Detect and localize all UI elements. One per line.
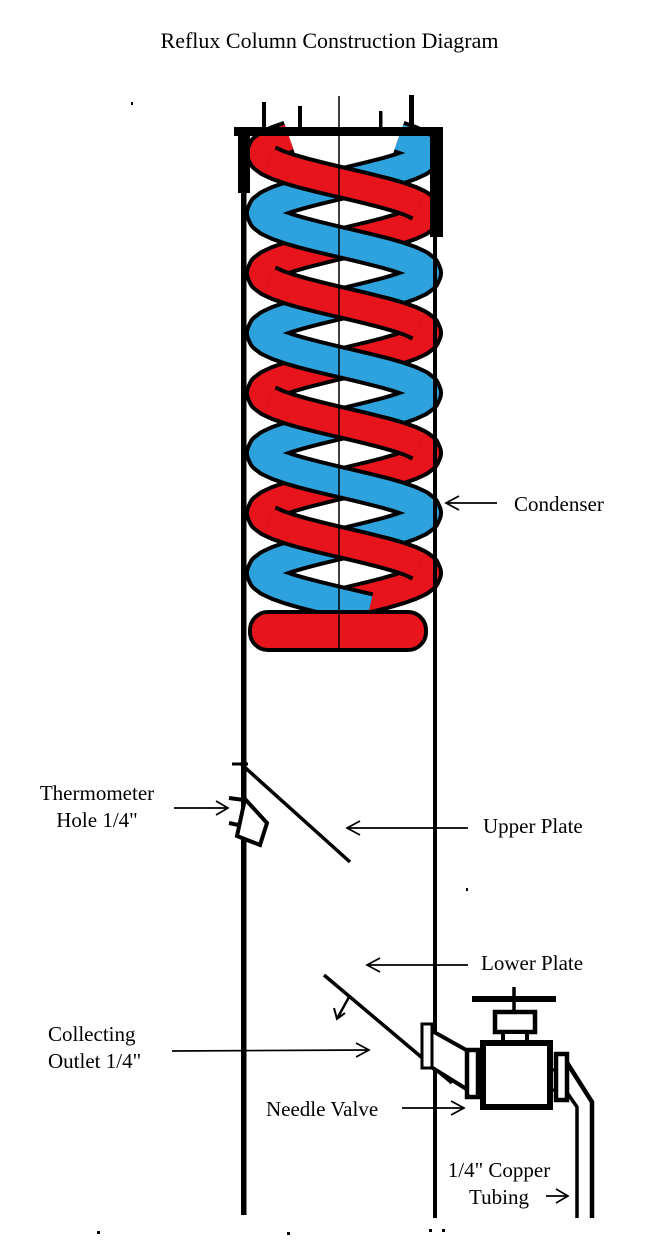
needle-valve-label: Needle Valve [266,1097,379,1121]
upper-plate-label: Upper Plate [483,814,583,838]
thermometer-hole-label: Thermometer Hole 1/4" [18,780,176,834]
upper-plate-arrow-icon [345,820,468,836]
coil-bottom-turn [248,610,428,652]
copper-tubing-label-line1: 1/4" Copper [447,1158,551,1182]
ink-specks [97,102,468,1235]
page-title: Reflux Column Construction Diagram [160,28,499,53]
collecting-outlet-arrow-icon [171,1042,371,1058]
collecting-outlet-label-line1: Collecting [48,1022,136,1046]
condenser-arrow-icon [444,495,497,511]
thermometer-arrow-icon [174,800,230,816]
coil-bottom-band [248,610,428,652]
coil-cross-ribbon [263,509,425,577]
copper-tubing-label-line2: Tubing [469,1185,529,1209]
needle-valve-arrow-icon [402,1100,466,1116]
collecting-outlet-label-line2: Outlet 1/4" [48,1049,142,1073]
copper-tube-inner [564,1090,579,1218]
top-stub-1 [262,102,266,129]
valve-left-flange [464,1047,481,1100]
copper-tubing-label: 1/4" Copper Tubing [436,1157,562,1211]
condenser-label: Condenser [514,492,604,516]
coil-cross-ribbon [263,149,425,217]
thermometer-hole-shape [234,794,270,848]
valve-body [480,1040,553,1110]
thermometer-hole-label-line2: Hole 1/4" [56,808,138,832]
thermometer-hole-label-line1: Thermometer [39,781,155,805]
top-stub-4 [409,95,414,130]
valve-right-flange [553,1051,570,1103]
coil-cross-ribbon [263,389,425,457]
annotation-arrows [171,495,570,1204]
coil-cross-ribbon [263,269,425,337]
column-structure [234,95,443,1218]
column-left-wall [241,136,247,1215]
collecting-outlet-label: Collecting Outlet 1/4" [48,1021,141,1075]
top-stub-2 [298,106,302,129]
lower-plate-arrow-icon [365,957,468,973]
lower-plate-label: Lower Plate [481,951,584,975]
condenser-coil [245,120,443,626]
thermometer-hole [228,794,270,848]
upper-plate [232,761,352,864]
top-stub-3 [379,111,383,130]
column-top-cap [234,127,443,136]
upper-plate-line [238,761,352,864]
drip-arrow [336,996,351,1018]
valve-packing-nut [492,1009,538,1035]
copper-tube-outer [564,1059,595,1218]
coil-cold-ribbon [249,124,439,622]
needle-valve-assembly [464,987,595,1218]
copper-tubing-arrow-icon [546,1188,570,1204]
drip-arrowhead-icon [333,1007,346,1021]
collecting-outlet-tube [420,1022,470,1094]
column-right-wall [433,136,437,1218]
